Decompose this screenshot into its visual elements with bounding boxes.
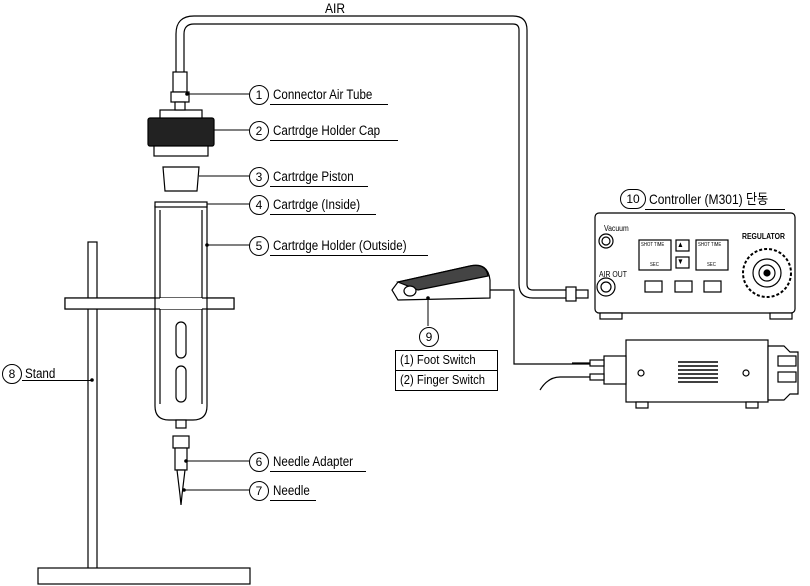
switch-options-box: (1) Foot Switch (2) Finger Switch [395, 350, 498, 391]
air-tube [175, 15, 589, 302]
part-label-controller: Controller (M301) 단동 [649, 191, 769, 207]
part-label-needle-adapter: Needle Adapter [273, 454, 354, 469]
air-label: AIR [325, 0, 346, 16]
part-label-cartridge-piston: Cartrdge Piston [273, 169, 354, 184]
part-label-cartridge-holder-cap: Cartrdge Holder Cap [273, 123, 381, 138]
part-label-connector-air-tube: Connector Air Tube [273, 87, 373, 102]
cartridge-holder-outside [64, 201, 235, 421]
up-arrow-icon: ▲ [677, 240, 684, 249]
switch-option-finger: (2) Finger Switch [396, 370, 497, 390]
connector-air-tube [170, 71, 190, 111]
part-number-4: 4 [249, 195, 269, 215]
part-number-10: 10 [620, 189, 646, 209]
driver-unit [539, 339, 799, 409]
part-label-cartridge-inside: Cartrdge (Inside) [273, 197, 361, 212]
part-number-2: 2 [249, 121, 269, 141]
part-number-3: 3 [249, 167, 269, 187]
part-number-7: 7 [249, 481, 269, 501]
part-number-8: 8 [2, 364, 22, 384]
part-number-9: 9 [419, 327, 439, 347]
vacuum-label: Vacuum [604, 224, 629, 233]
part-number-1: 1 [249, 85, 269, 105]
air-out-label: AIR OUT [599, 270, 627, 279]
part-number-5: 5 [249, 236, 269, 256]
needle-adapter [172, 419, 190, 471]
down-arrow-icon: ▼ [677, 257, 684, 266]
part-underline-4 [270, 214, 376, 215]
cartridge-piston [162, 166, 200, 192]
part-underline-10 [645, 209, 785, 210]
sec-right-label: SEC [707, 262, 716, 268]
regulator-label: REGULATOR [742, 232, 785, 241]
foot-switch [391, 264, 626, 365]
leader-lines [184, 93, 429, 491]
part-underline-3 [270, 186, 368, 187]
cartridge-holder-cap [147, 109, 215, 157]
needle [176, 469, 186, 506]
switch-option-foot: (1) Foot Switch [400, 353, 476, 367]
controller [594, 212, 796, 320]
part-underline-5 [270, 255, 428, 256]
part-label-cartridge-holder-outside: Cartrdge Holder (Outside) [273, 238, 407, 253]
stand [37, 241, 251, 585]
part-label-stand: Stand [25, 366, 56, 381]
part-underline-2 [270, 140, 398, 141]
shot-time-left-label: SHOT TIME [641, 242, 665, 248]
part-underline-8 [22, 380, 92, 381]
sec-left-label: SEC [650, 262, 659, 268]
shot-time-right-label: SHOT TIME [698, 242, 722, 248]
part-underline-1 [270, 104, 388, 105]
part-underline-7 [270, 500, 316, 501]
part-number-6: 6 [249, 452, 269, 472]
part-underline-6 [270, 471, 366, 472]
part-label-needle: Needle [273, 483, 310, 498]
